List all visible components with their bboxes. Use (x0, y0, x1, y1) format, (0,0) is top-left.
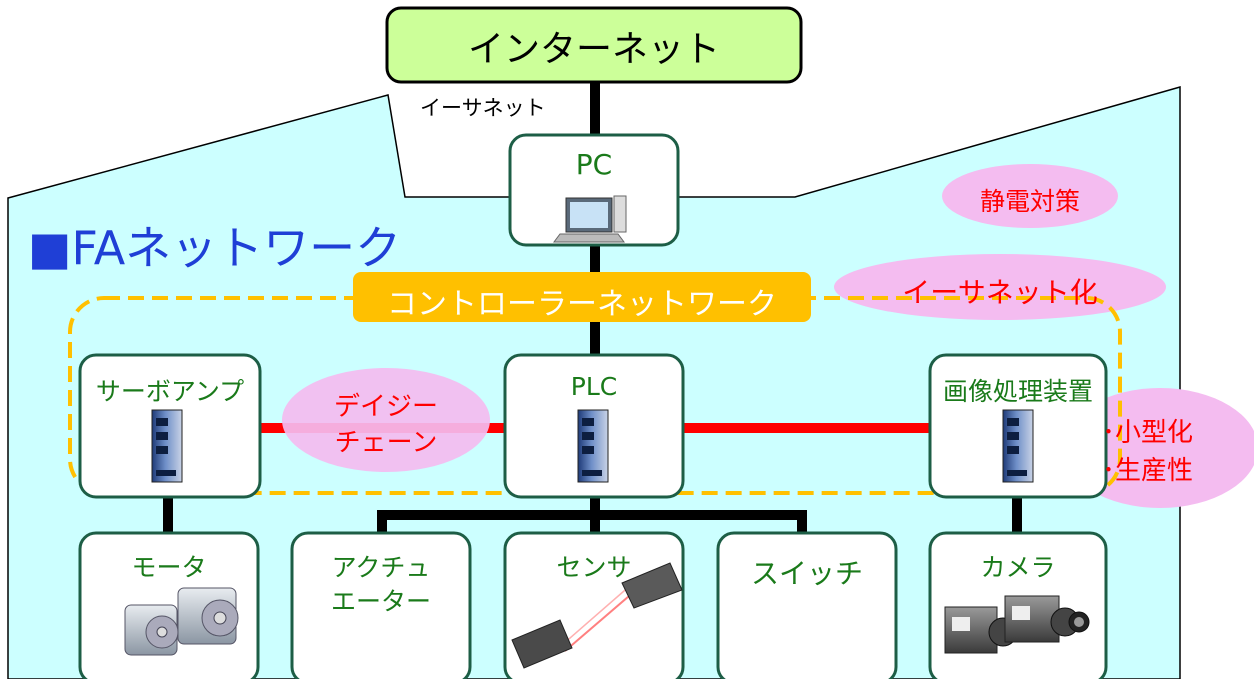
sensor-label: センサ (556, 553, 632, 582)
ethernet-shift-tag (834, 254, 1166, 320)
daisy-chain-label-line2: チェーン (334, 428, 438, 458)
ethernet-shift-label: イーサネット化 (902, 276, 1098, 309)
servo-label: サーボアンプ (95, 377, 245, 406)
fa-network-title: ■FAネットワーク (28, 221, 402, 275)
controller-network-bar (353, 272, 811, 322)
photoelectric-sensor-icon (511, 562, 683, 669)
vision-label: 画像処理装置 (942, 377, 1093, 406)
actuator-label-line1: アクチュ (331, 553, 431, 582)
plc-unit-icon (577, 409, 609, 483)
esd-label: 静電対策 (979, 187, 1080, 216)
switch-label: スイッチ (750, 557, 863, 590)
servo-amplifier-icon (151, 409, 183, 483)
servo-motor-icon (124, 587, 239, 656)
plc-label: PLC (570, 372, 618, 401)
daisy-chain-label-line1: デイジー (333, 392, 438, 422)
actuator-node[interactable] (290, 531, 472, 679)
compact-label-line1: ･小型化 (1102, 418, 1194, 448)
esd-tag (942, 164, 1118, 228)
switch-node[interactable] (716, 531, 898, 679)
daisy-chain-tag (282, 368, 490, 472)
camera-label: カメラ (980, 553, 1056, 582)
industrial-camera-icon (944, 595, 1090, 654)
motor-label: モータ (131, 553, 207, 582)
ethernet-label: イーサネット (420, 96, 546, 120)
pc-node[interactable] (508, 133, 680, 247)
actuator-label-line2: エーター (330, 587, 431, 616)
compact-productivity-tag (1062, 388, 1254, 508)
internet-box[interactable] (385, 6, 803, 84)
productivity-label-line2: ･生産性 (1102, 456, 1194, 486)
controller-network-label: コントローラーネットワーク (387, 287, 777, 322)
internet-label: インターネット (467, 29, 720, 70)
pc-label: PC (575, 148, 613, 181)
desktop-computer-icon (553, 195, 627, 243)
image-processor-icon (1002, 409, 1034, 483)
